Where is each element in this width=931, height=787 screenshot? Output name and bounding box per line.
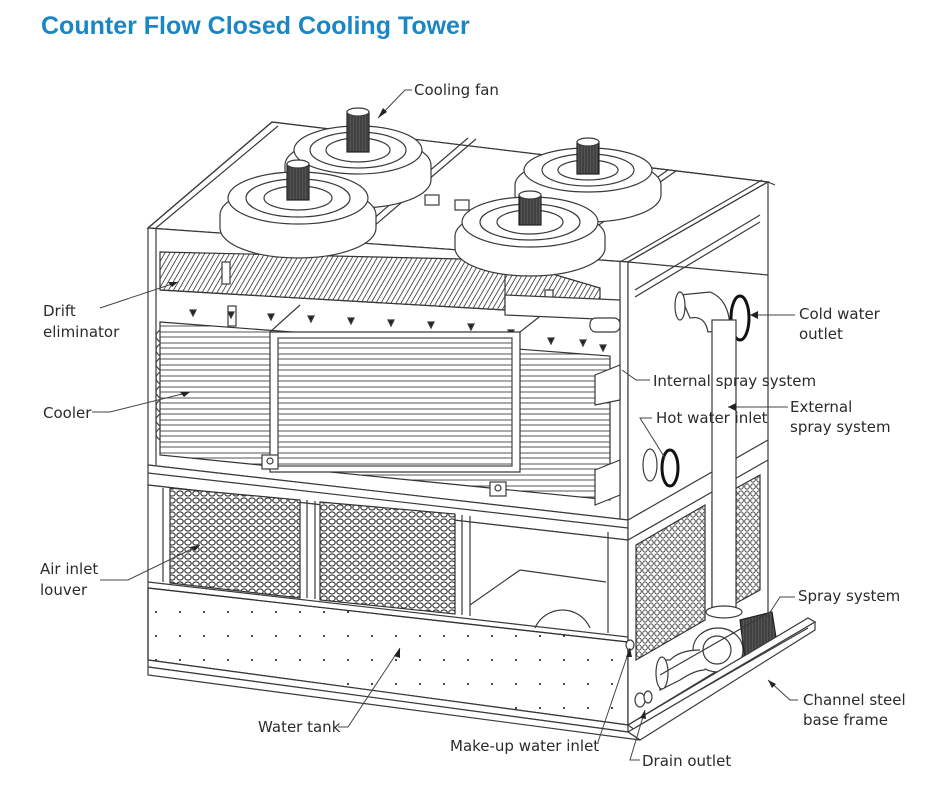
leader-channel-steel-base-frame — [767, 679, 798, 701]
label-cold-water-outlet-line2: outlet — [799, 325, 843, 343]
leader-water-tank — [338, 647, 401, 728]
label-cooling-fan: Cooling fan — [414, 81, 499, 99]
label-channel-steel-base-frame-line1: Channel steel — [803, 691, 906, 709]
leader-hot-water-inlet — [639, 417, 666, 459]
leader-arrowheads — [168, 108, 776, 719]
leader-spray-system — [764, 596, 795, 621]
hot-water-inlet-flange — [642, 448, 680, 488]
label-external-spray-system-line1: External — [790, 398, 853, 416]
label-external-spray-system-line2: spray system — [790, 418, 891, 436]
label-air-inlet-louver-line1: Air inlet — [40, 560, 99, 578]
page-title: Counter Flow Closed Cooling Tower — [41, 12, 470, 40]
leader-internal-spray-system — [621, 369, 650, 381]
leader-cooler — [92, 391, 191, 413]
label-hot-water-inlet: Hot water inlet — [656, 409, 768, 427]
label-water-tank: Water tank — [258, 718, 341, 736]
label-channel-steel-base-frame-line2: base frame — [803, 711, 889, 729]
label-drift-eliminator-line2: eliminator — [43, 323, 120, 341]
label-spray-system: Spray system — [798, 587, 901, 605]
top-brackets — [424, 194, 470, 211]
drain-outlet-fitting — [634, 690, 653, 708]
leader-cooling-fan — [377, 89, 412, 119]
leader-makeup-water-inlet — [597, 647, 631, 743]
leader-drain-outlet — [629, 709, 646, 761]
leader-drift-eliminator — [99, 281, 179, 309]
leader-lines — [92, 89, 798, 761]
label-drift-eliminator-line1: Drift — [43, 302, 76, 320]
cooling-fan-front-right — [454, 190, 606, 277]
cold-water-outlet-pipe — [674, 291, 751, 611]
channel-steel-base-frame — [147, 611, 817, 741]
label-cooler: Cooler — [43, 404, 92, 422]
label-drain-outlet: Drain outlet — [642, 752, 732, 770]
leader-air-inlet-louver — [100, 544, 201, 581]
cooling-fan-front-left — [219, 159, 377, 259]
label-air-inlet-louver-line2: louver — [40, 581, 88, 599]
label-internal-spray-system: Internal spray system — [653, 372, 817, 390]
label-makeup-water-inlet: Make-up water inlet — [450, 737, 600, 755]
label-cold-water-outlet-line1: Cold water — [799, 305, 880, 323]
internal-spray-header — [504, 294, 621, 506]
